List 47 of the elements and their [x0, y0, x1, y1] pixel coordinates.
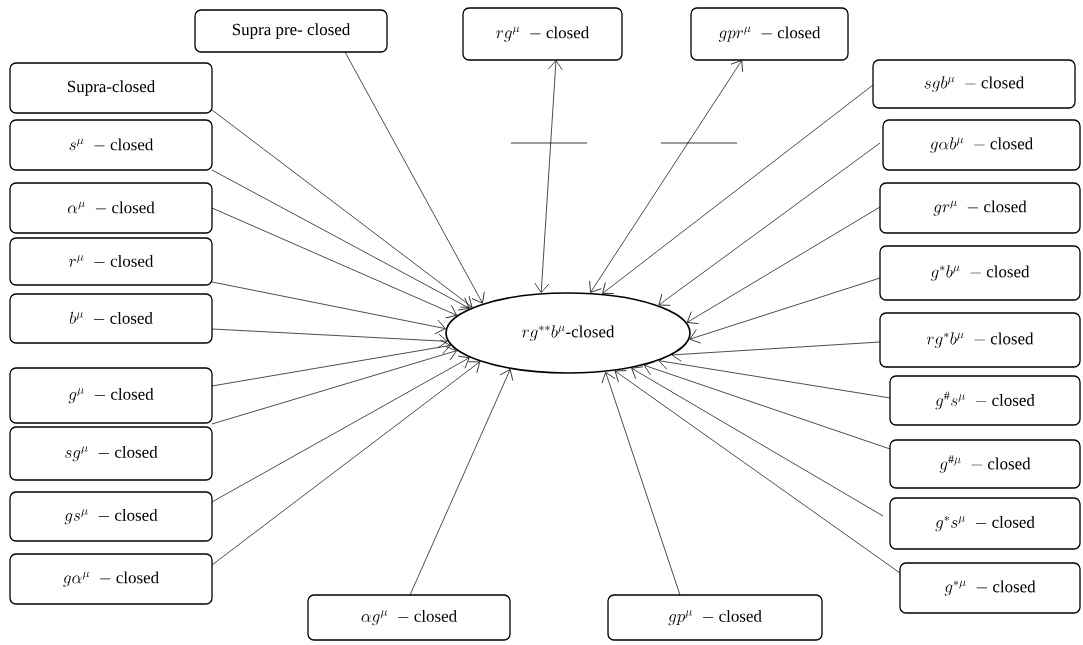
- arrow: [658, 354, 891, 399]
- arrow: [211, 346, 457, 425]
- rounded-box: $gs^{\mu}\;-\text{closed}$: [9, 491, 213, 542]
- arrow: [211, 355, 470, 503]
- arrow: [601, 372, 681, 596]
- rounded-box: $g\alpha^{\mu}\;-\text{closed}$: [9, 553, 213, 605]
- arrow: [534, 60, 563, 293]
- arrow: [658, 142, 881, 306]
- rounded-box: Supra-closed: [9, 62, 213, 114]
- arrow: [686, 206, 881, 325]
- arrow: [211, 169, 470, 311]
- rounded-box: $r^{\mu}\;-\text{closed}$: [9, 237, 213, 286]
- rounded-box: $g^{\#\mu}\;-\text{closed}$: [889, 439, 1081, 489]
- rounded-box: $\alpha^{\mu}\;-\text{closed}$: [9, 182, 213, 234]
- rounded-box: $g^{\#}s^{\mu}\;-\text{closed}$: [889, 375, 1081, 426]
- rounded-box: $g^{*}b^{\mu}\;-\text{closed}$: [879, 245, 1081, 301]
- rounded-box: $g^{*\mu}\;-\text{closed}$: [899, 562, 1081, 614]
- arrow: [344, 51, 485, 304]
- arrow: [211, 328, 448, 349]
- arrow: [211, 281, 446, 335]
- arrow: [211, 361, 481, 566]
- rounded-box: $rg^{\mu}\;-\text{closed}$: [462, 7, 623, 61]
- rounded-box: $rg^{*}b^{\mu}\;-\text{closed}$: [879, 312, 1081, 368]
- arrow: [589, 60, 743, 293]
- arrow: [614, 370, 901, 574]
- rounded-box: $g^{*}s^{\mu}\;-\text{closed}$: [889, 497, 1081, 550]
- rounded-box: $\alpha g^{\mu}\;-\text{closed}$: [307, 594, 511, 641]
- arrow: [211, 109, 473, 308]
- rounded-box: $gr^{\mu}\;-\text{closed}$: [879, 182, 1081, 234]
- rounded-box: $s^{\mu}\;-\text{closed}$: [9, 119, 213, 171]
- rounded-box: $sgb^{\mu}\;-\text{closed}$: [872, 59, 1076, 109]
- rounded-box: Supra pre- closed: [194, 9, 388, 53]
- arrow: [671, 341, 881, 362]
- ellipse-node: $rg^{**}b^{\mu}\text{-closed}$: [445, 292, 691, 374]
- arrow: [689, 277, 881, 344]
- arrow: [631, 366, 884, 517]
- arrow: [409, 369, 514, 596]
- arrow: [211, 339, 451, 387]
- rounded-box: $g^{\mu}\;-\text{closed}$: [9, 367, 213, 424]
- rounded-box: $gp^{\mu}\;-\text{closed}$: [607, 594, 823, 641]
- arrow: [643, 361, 891, 450]
- rounded-box: $g\alpha b^{\mu}\;-\text{closed}$: [882, 119, 1081, 171]
- arrow: [602, 84, 874, 294]
- rounded-box: $b^{\mu}\;-\text{closed}$: [9, 293, 213, 344]
- rounded-box: $sg^{\mu}\;-\text{closed}$: [9, 426, 213, 481]
- rounded-box: $gpr^{\mu}\;-\text{closed}$: [690, 7, 849, 61]
- arrow: [211, 207, 457, 319]
